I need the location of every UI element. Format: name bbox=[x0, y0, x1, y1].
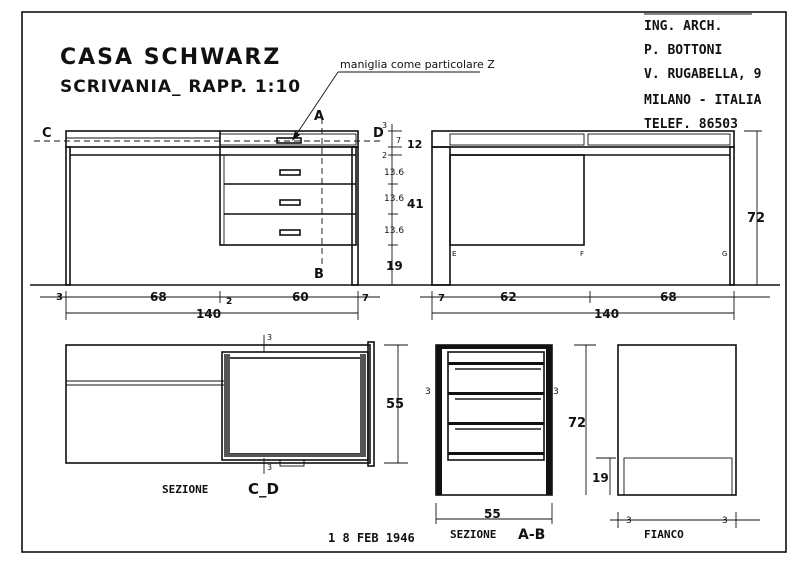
section-ab-label: SEZIONE bbox=[450, 528, 496, 541]
dim-sec-leg: 19 bbox=[592, 471, 609, 485]
front-vertical-dimensions: 7 2 12 13.6 13.6 13.6 41 19 bbox=[382, 124, 424, 285]
back-dimensions: 72 7 62 68 140 bbox=[420, 130, 770, 321]
point-g: G bbox=[722, 250, 727, 258]
handle-top bbox=[276, 137, 302, 144]
dim-drawer-total: 41 bbox=[407, 197, 424, 211]
dim-sec-gap-right: 3 bbox=[553, 387, 559, 397]
dim-top-gap-1: 7 bbox=[396, 136, 401, 145]
plan-handle bbox=[279, 459, 305, 467]
side-view-label: FIANCO bbox=[644, 528, 684, 541]
architect-phone: TELEF. 86503 bbox=[644, 117, 738, 132]
dim-top-gap-2: 2 bbox=[382, 151, 387, 160]
section-mark-d-sup: 3 bbox=[382, 121, 387, 130]
architect-street: V. RUGABELLA, 9 bbox=[644, 67, 761, 82]
dim-leg-height: 19 bbox=[386, 259, 403, 273]
section-line-a-b: A B bbox=[314, 109, 324, 282]
handle-note: maniglia come particolare Z bbox=[292, 58, 495, 141]
section-mark-c: C bbox=[42, 126, 52, 141]
section-line-c-d: C D 3 bbox=[34, 121, 387, 142]
plan-section-cut: C_D bbox=[248, 480, 279, 498]
dim-back-68: 68 bbox=[660, 290, 677, 304]
dim-plan-gap-bottom: 3 bbox=[267, 463, 272, 472]
project-title: CASA SCHWARZ bbox=[60, 45, 281, 70]
drawing-subtitle: SCRIVANIA_ RAPP. 1:10 bbox=[60, 77, 301, 97]
point-f: F bbox=[580, 250, 584, 258]
dim-sec-gap-left: 3 bbox=[425, 387, 431, 397]
front-horizontal-dimensions: 3 68 2 60 7 140 bbox=[40, 290, 380, 321]
side-view: 3 3 FIANCO bbox=[610, 344, 760, 541]
back-elevation: E F G bbox=[431, 130, 735, 286]
cross-section-a-b: 3 3 72 19 55 SEZIONE A-B bbox=[425, 344, 616, 543]
handle-drawer-3 bbox=[279, 229, 301, 236]
sheet-border bbox=[21, 11, 787, 553]
architect-title: ING. ARCH. bbox=[644, 19, 722, 34]
dim-w-68: 68 bbox=[150, 290, 167, 304]
handle-note-text: maniglia come particolare Z bbox=[340, 58, 495, 71]
plan-section-c-d: 3 3 55 SEZIONE C_D bbox=[65, 333, 408, 498]
architect-name: P. BOTTONI bbox=[644, 43, 722, 58]
dim-sec-width: 55 bbox=[484, 507, 501, 521]
dim-overall-front: 140 bbox=[196, 307, 221, 321]
handle-drawer-1 bbox=[279, 169, 301, 176]
section-mark-a: A bbox=[314, 109, 324, 124]
title-block: CASA SCHWARZ SCRIVANIA_ RAPP. 1:10 bbox=[60, 45, 301, 97]
section-ab-cut: A-B bbox=[518, 527, 545, 543]
dim-back-height: 72 bbox=[747, 211, 765, 226]
dim-top-total: 12 bbox=[407, 138, 422, 151]
dim-side-right: 3 bbox=[722, 516, 728, 526]
section-mark-b: B bbox=[314, 267, 324, 282]
front-elevation bbox=[30, 130, 780, 286]
architect-city: MILANO - ITALIA bbox=[644, 93, 762, 108]
dim-w-3: 3 bbox=[56, 292, 63, 303]
point-e: E bbox=[452, 250, 456, 258]
dim-drawer-3: 13.6 bbox=[384, 226, 404, 236]
dim-plan-gap-top: 3 bbox=[267, 333, 272, 342]
dim-overall-back: 140 bbox=[594, 307, 619, 321]
dim-drawer-1: 13.6 bbox=[384, 168, 404, 178]
plan-section-label: SEZIONE bbox=[162, 483, 208, 496]
dim-drawer-2: 13.6 bbox=[384, 194, 404, 204]
dim-back-7: 7 bbox=[438, 293, 445, 304]
dim-sec-height: 72 bbox=[568, 416, 586, 431]
date-stamp: 1 8 FEB 1946 bbox=[328, 531, 415, 545]
dim-side-left: 3 bbox=[626, 516, 632, 526]
dim-w-60: 60 bbox=[292, 290, 309, 304]
dim-plan-depth: 55 bbox=[386, 397, 404, 412]
architect-stamp: ING. ARCH. P. BOTTONI V. RUGABELLA, 9 MI… bbox=[644, 13, 762, 132]
handle-drawer-2 bbox=[279, 199, 301, 206]
section-mark-d: D bbox=[373, 126, 384, 141]
dim-w-7: 7 bbox=[362, 293, 369, 304]
dim-back-62: 62 bbox=[500, 290, 517, 304]
dim-w-2: 2 bbox=[226, 297, 232, 307]
